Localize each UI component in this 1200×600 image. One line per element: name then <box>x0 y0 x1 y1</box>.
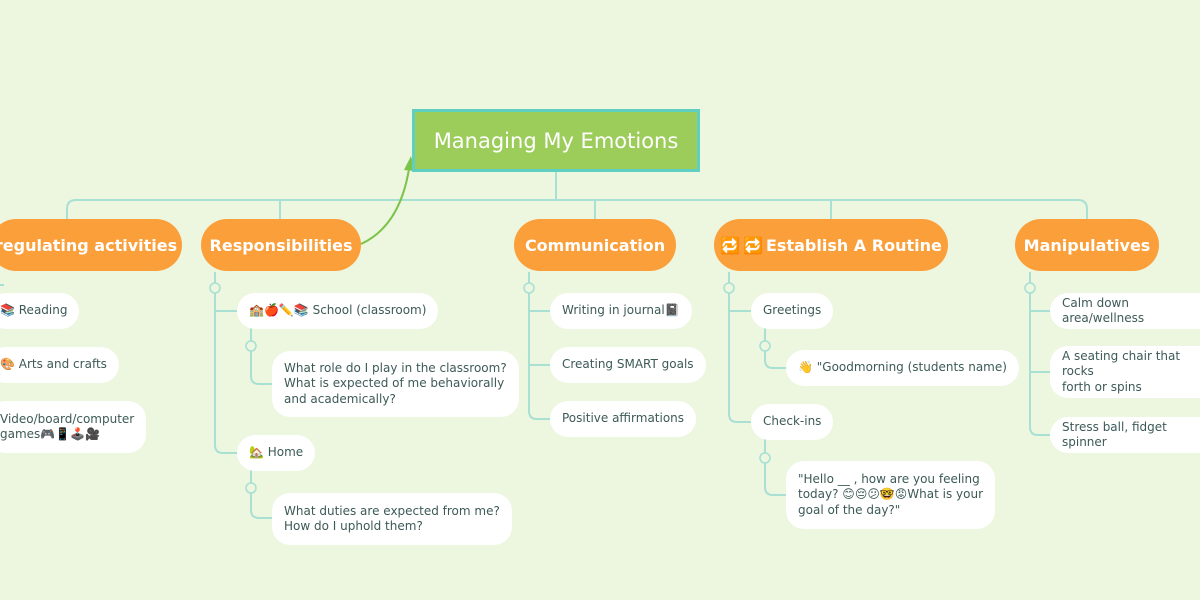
collapse-dot <box>759 340 771 352</box>
leaf-seating-chair[interactable]: A seating chair that rocks forth or spin… <box>1050 346 1200 398</box>
leaf-home[interactable]: 🏡 Home <box>237 435 316 471</box>
leaf-smart-goals[interactable]: Creating SMART goals <box>550 347 706 383</box>
collapse-dot <box>245 482 257 494</box>
leaf-stress-ball[interactable]: Stress ball, fidget spinner <box>1050 417 1200 453</box>
leaf-check-ins[interactable]: Check-ins <box>751 404 834 440</box>
leaf-positive-affirmations[interactable]: Positive affirmations <box>550 401 697 437</box>
branch-3-spine <box>728 272 786 496</box>
repeat-icon: 🔁 <box>743 235 763 255</box>
collapse-dot <box>523 282 535 294</box>
leaf-video-games[interactable]: Video/board/computer games🎮📱🕹️🎥 <box>0 401 147 453</box>
branch-regulating-activities[interactable]: regulating activities <box>0 219 182 271</box>
branch-4-spine <box>1029 272 1050 436</box>
collapse-dot <box>759 452 771 464</box>
leaf-school-classroom[interactable]: 🏫🍎✏️📚 School (classroom) <box>237 293 439 329</box>
leaf-goodmorning[interactable]: 👋 "Goodmorning (students name) <box>786 350 1019 386</box>
central-topic[interactable]: Managing My Emotions <box>412 109 700 172</box>
branch-communication[interactable]: Communication <box>514 219 676 271</box>
leaf-arts-and-crafts[interactable]: 🎨 Arts and crafts <box>0 347 119 383</box>
branch-establish-a-routine[interactable]: 🔁 🔁 Establish A Routine <box>714 219 948 271</box>
root-to-branches <box>66 172 1088 219</box>
repeat-icon: 🔁 <box>720 235 741 255</box>
collapse-dot <box>245 340 257 352</box>
leaf-home-duties[interactable]: What duties are expected from me? How do… <box>272 493 512 545</box>
branch-responsibilities[interactable]: Responsibilities <box>201 219 361 271</box>
leaf-classroom-role[interactable]: What role do I play in the classroom? Wh… <box>272 351 519 417</box>
collapse-dot <box>723 282 735 294</box>
collapse-dot <box>209 282 221 294</box>
leaf-calm-down-area[interactable]: Calm down area/wellness <box>1050 293 1200 329</box>
branch-2-spine <box>528 272 550 420</box>
leaf-writing-in-journal[interactable]: Writing in journal📓 <box>550 293 692 329</box>
branch-1-spine <box>214 272 272 519</box>
collapse-dot <box>1024 282 1036 294</box>
leaf-reading[interactable]: 📚 Reading <box>0 293 80 329</box>
branch-manipulatives[interactable]: Manipulatives <box>1015 219 1159 271</box>
leaf-hello-feeling[interactable]: "Hello __ , how are you feeling today? 😊… <box>786 461 996 529</box>
leaf-greetings[interactable]: Greetings <box>751 293 834 329</box>
relationship-arrow <box>360 161 411 245</box>
